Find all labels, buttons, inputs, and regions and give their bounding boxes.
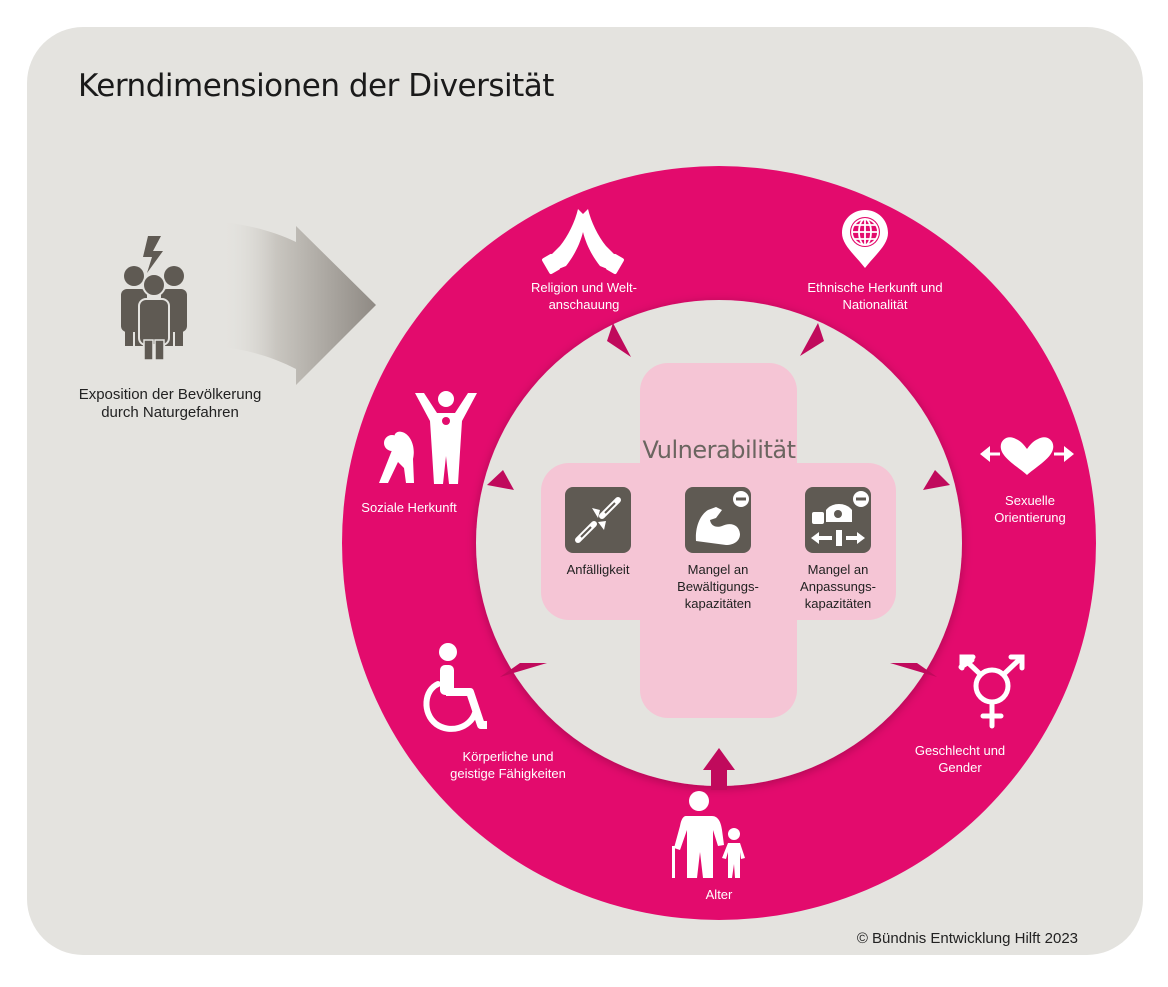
praying-hands-icon [542,209,624,275]
exposure-label-line1: Exposition der Bevölkerung [78,386,262,403]
dimension-label-age: Alter [705,887,733,902]
dimension-label-sexual: Sexuelle Orientierung [994,493,1066,525]
vulnerability-title: Vulnerabilität [642,436,796,464]
gender-symbol-icon [958,654,1025,729]
dimension-label-ability: Körperliche und geistige Fähigkeiten [450,749,566,781]
dimension-label-social: Soziale Herkunft [361,500,457,515]
globe-pin-icon [842,210,888,268]
exposure-label: Exposition der Bevölkerung durch Naturge… [60,386,280,422]
heart-arrows-icon [980,437,1074,475]
vulnerability-item-label: Mangel an Bewältigungs- kapazitäten [677,562,759,611]
social-origin-icon [379,391,477,484]
dimension-label-gender: Geschlecht und Gender [914,743,1006,775]
exposure-label-line2: durch Naturgefahren [101,404,239,421]
broken-chain-icon [565,487,631,553]
vulnerability-item-label: Mangel an Anpassungs- kapazitäten [800,562,876,611]
exposure-arrow [222,222,376,385]
dimension-label-ethnic: Ethnische Herkunft und Nationalität [807,280,943,312]
copyright-notice: © Bündnis Entwicklung Hilft 2023 [856,930,1078,947]
dimension-label-religion: Religion und Welt- anschauung [531,280,637,312]
page-title: Kerndimensionen der Diversität [78,68,554,104]
elder-child-icon [672,791,745,878]
adaptation-minus-icon [805,487,871,553]
wheelchair-icon [423,643,487,732]
ring-arrows [487,323,950,790]
vulnerability-item-label: Anfälligkeit [566,562,630,577]
affected-people-icon [121,236,187,361]
muscle-minus-icon [685,487,751,553]
